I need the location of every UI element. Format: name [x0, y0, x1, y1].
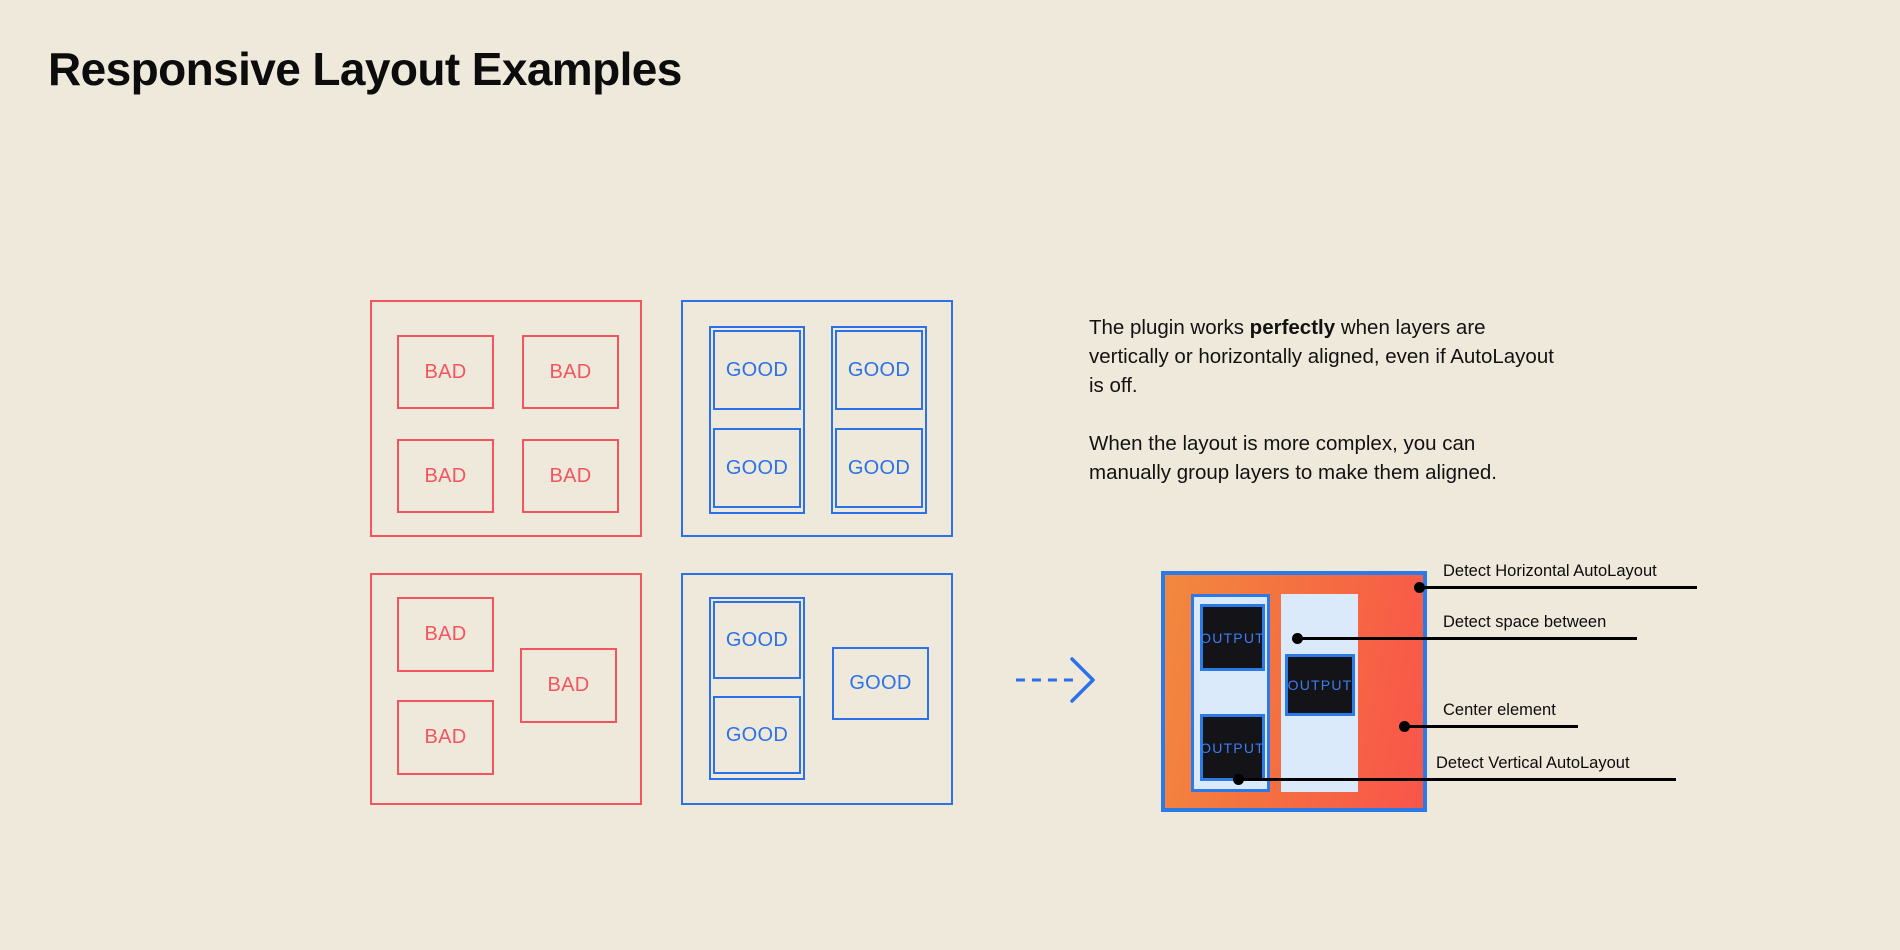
- para1-part2: when layers are vertically or horizontal…: [1089, 316, 1554, 397]
- bad-grid-cell-3: BAD: [397, 439, 494, 513]
- bad-grid-cell-1: BAD: [397, 335, 494, 409]
- cell-label: BAD: [424, 464, 467, 487]
- annotation-label: Detect Vertical AutoLayout: [1436, 754, 1630, 772]
- annotation-anchor-dot: [1233, 774, 1244, 785]
- good-complex-cell-3: GOOD: [832, 647, 929, 720]
- annotation-leader-line: [1238, 778, 1676, 781]
- good-grid-cell-1: GOOD: [713, 330, 801, 410]
- annotation-label: Detect space between: [1443, 613, 1607, 631]
- annotation-leader-line: [1297, 637, 1637, 640]
- annotation-anchor-dot: [1399, 721, 1410, 732]
- cell-label: BAD: [424, 726, 467, 748]
- bad-complex-cell-3: BAD: [520, 648, 617, 723]
- good-grid-group-left: GOOD GOOD: [709, 326, 805, 514]
- good-complex-group-left: GOOD GOOD: [709, 597, 805, 780]
- para1-emphasis: perfectly: [1249, 316, 1336, 339]
- dashed-arrow-right-icon: [1016, 657, 1095, 703]
- description-paragraph-2: When the layout is more complex, you can…: [1089, 432, 1497, 484]
- cell-label: BAD: [549, 464, 592, 487]
- cell-label: BAD: [424, 623, 467, 645]
- cell-label: GOOD: [847, 358, 911, 381]
- bad-complex-cell-2: BAD: [397, 700, 494, 775]
- output-label: OUTPUT: [1287, 677, 1353, 693]
- good-grid-cell-3: GOOD: [713, 428, 801, 508]
- right-center-panel: OUTPUT: [1281, 594, 1358, 792]
- bad-grid-cell-2: BAD: [522, 335, 619, 409]
- annotation-leader-line: [1404, 725, 1578, 728]
- cell-label: GOOD: [849, 672, 912, 694]
- cell-label: GOOD: [847, 456, 911, 479]
- bad-grid-cell-4: BAD: [522, 439, 619, 513]
- good-grid-cell-4: GOOD: [835, 428, 923, 508]
- good-grid-frame: GOOD GOOD GOOD GOOD: [681, 300, 953, 537]
- annotation-leader-line: [1419, 586, 1697, 589]
- annotation-label: Center element: [1443, 701, 1556, 719]
- output-box-center: OUTPUT: [1285, 654, 1355, 716]
- output-label: OUTPUT: [1200, 629, 1265, 646]
- good-complex-frame: GOOD GOOD GOOD: [681, 573, 953, 805]
- description-text: The plugin works perfectly when layers a…: [1089, 313, 1559, 487]
- good-grid-cell-2: GOOD: [835, 330, 923, 410]
- output-box-top-left: OUTPUT: [1200, 604, 1265, 671]
- output-label: OUTPUT: [1200, 739, 1265, 756]
- good-grid-group-right: GOOD GOOD: [831, 326, 927, 514]
- cell-label: GOOD: [725, 628, 789, 651]
- good-complex-cell-2: GOOD: [713, 696, 801, 774]
- cell-label: GOOD: [725, 456, 789, 479]
- bad-grid-frame: BAD BAD BAD BAD: [370, 300, 642, 537]
- bad-complex-cell-1: BAD: [397, 597, 494, 672]
- bad-complex-frame: BAD BAD BAD: [370, 573, 642, 805]
- cell-label: BAD: [424, 360, 467, 383]
- cell-label: GOOD: [725, 723, 789, 746]
- good-complex-cell-1: GOOD: [713, 601, 801, 679]
- cell-label: BAD: [549, 360, 592, 383]
- annotation-label: Detect Horizontal AutoLayout: [1443, 562, 1657, 580]
- transform-arrow: [1014, 655, 1104, 705]
- output-box-bottom-left: OUTPUT: [1200, 714, 1265, 781]
- annotation-anchor-dot: [1292, 633, 1303, 644]
- description-paragraph-1: The plugin works perfectly when layers a…: [1089, 313, 1559, 400]
- left-vertical-panel: OUTPUT OUTPUT: [1191, 594, 1270, 792]
- cell-label: GOOD: [725, 358, 789, 381]
- cell-label: BAD: [547, 674, 590, 696]
- page-title: Responsive Layout Examples: [48, 43, 682, 95]
- para1-part1: The plugin works: [1089, 316, 1250, 339]
- autolayout-detection-diagram: OUTPUT OUTPUT OUTPUT: [1161, 571, 1427, 812]
- annotation-anchor-dot: [1414, 582, 1425, 593]
